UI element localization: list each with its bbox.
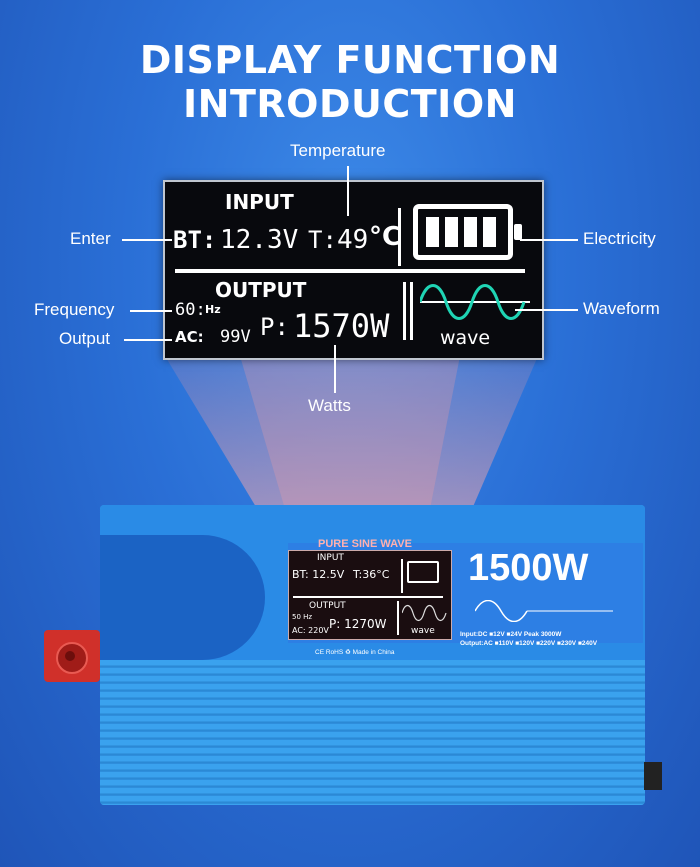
mini-input: INPUT xyxy=(317,553,344,563)
mini-t: T:36°C xyxy=(353,568,390,581)
lcd-display: INPUT BT: 12.3V T: 49 °C OUTPUT 60: Hz A… xyxy=(163,180,544,360)
terminal-bolt-center xyxy=(65,651,75,661)
lcd-ac-value: 99V xyxy=(220,327,251,347)
callout-waveform: Waveform xyxy=(583,299,660,318)
lcd-power-value: 1570W xyxy=(293,307,390,345)
callout-line-enter xyxy=(122,239,172,241)
inverter-fins xyxy=(100,660,645,805)
cert-marks: CE RoHS ♻ Made in China xyxy=(315,649,395,656)
waveform-icon xyxy=(420,284,530,320)
callout-output: Output xyxy=(59,329,111,348)
mini-waveform-icon xyxy=(402,604,447,622)
mini-lcd: INPUT BT: 12.5V T:36°C OUTPUT 50 Hz AC: … xyxy=(288,550,452,640)
callout-temperature: Temperature xyxy=(290,141,386,160)
battery-bar xyxy=(445,217,458,247)
callout-line-watts xyxy=(334,345,336,393)
callout-electricity: Electricity xyxy=(583,229,656,248)
mini-bt: BT: 12.5V xyxy=(292,568,345,581)
lcd-divider-3 xyxy=(410,282,413,340)
side-connector xyxy=(644,762,662,790)
lcd-divider xyxy=(398,208,401,266)
lcd-temp-unit: °C xyxy=(369,222,402,252)
rating-label: 1500W xyxy=(468,547,589,589)
lcd-temp-value: 49 xyxy=(337,225,369,255)
mini-wave: wave xyxy=(411,626,435,636)
spec-output: Output:AC ■110V ■120V ■220V ■230V ■240V xyxy=(460,640,598,647)
lcd-input-label: INPUT xyxy=(225,190,294,214)
mini-freq: 50 Hz xyxy=(292,613,313,621)
inverter-side-panel xyxy=(100,535,265,660)
lcd-divider-2 xyxy=(403,282,406,340)
lcd-output-label: OUTPUT xyxy=(215,278,307,302)
lcd-separator xyxy=(175,269,525,273)
callout-line-temperature xyxy=(347,166,349,216)
lcd-temp-label: T: xyxy=(308,226,337,254)
mini-output: OUTPUT xyxy=(309,601,346,611)
callout-line-electricity xyxy=(520,239,578,241)
callout-watts: Watts xyxy=(308,396,351,415)
lcd-wave-label: wave xyxy=(440,327,491,349)
callout-line-waveform xyxy=(515,309,578,311)
battery-icon xyxy=(413,204,522,260)
battery-bar xyxy=(483,217,496,247)
battery-bar xyxy=(464,217,477,247)
callout-enter: Enter xyxy=(70,229,111,248)
pure-sine-label: PURE SINE WAVE xyxy=(318,538,412,550)
inverter-body: PURE SINE WAVE INPUT BT: 12.5V T:36°C OU… xyxy=(100,505,645,805)
lcd-freq-value: 60: xyxy=(175,300,206,320)
lcd-ac-label: AC: xyxy=(175,328,204,346)
page-title: DISPLAY FUNCTION INTRODUCTION xyxy=(139,38,561,126)
battery-bar xyxy=(426,217,439,247)
mini-ac: AC: 220V xyxy=(292,626,329,635)
callout-frequency: Frequency xyxy=(34,300,115,319)
lcd-bt-label: BT: xyxy=(173,226,217,254)
mini-battery-icon xyxy=(407,561,439,583)
callout-line-output xyxy=(124,339,172,341)
lcd-power-label: P: xyxy=(260,313,289,341)
spec-input: Input:DC ■12V ■24V Peak 3000W xyxy=(460,631,562,638)
callout-line-frequency xyxy=(130,310,172,312)
sine-logo-icon xyxy=(475,600,613,622)
lcd-freq-unit: Hz xyxy=(205,303,221,316)
mini-p: P: 1270W xyxy=(329,617,387,631)
red-terminal xyxy=(44,630,100,682)
lcd-bt-value: 12.3V xyxy=(220,225,299,255)
